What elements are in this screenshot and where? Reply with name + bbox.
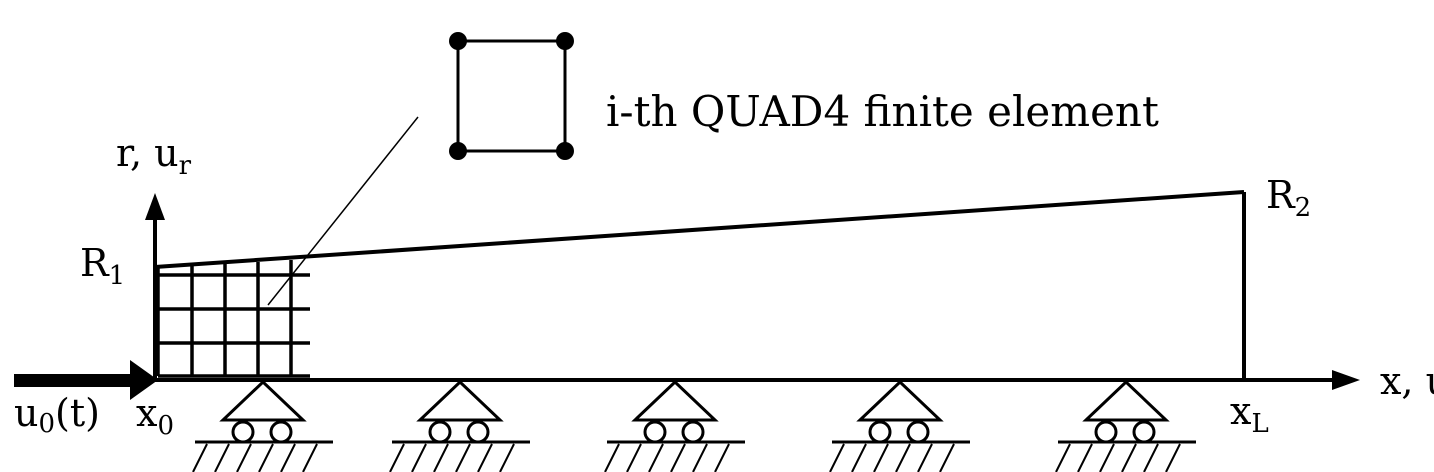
support-roller [466,420,490,444]
support-hatch [873,443,889,472]
support-roller [906,420,930,444]
r-axis-label-main: r, u [116,131,179,175]
roller-support [604,379,745,472]
r-axis-label: r, ur [116,131,192,181]
roller-supports [192,379,1196,472]
roller-support [192,379,333,472]
support-hatch [1055,443,1071,472]
bar-outline [154,190,1246,380]
x0-label-subscript: 0 [157,411,174,441]
support-hatch [214,443,230,472]
x-axis-label: x, u [1380,359,1434,403]
support-hatch [692,443,708,472]
input-displacement-subscript: 0 [38,409,55,439]
roller-support [389,379,530,472]
r2-label: R2 [1266,173,1311,223]
support-hatch [895,443,911,472]
support-hatch [280,443,296,472]
r-axis-arrowhead [145,193,165,220]
support-hatch [499,443,515,472]
r1-label-main: R [80,241,110,285]
support-hatch [258,443,274,472]
support-hatch [389,443,405,472]
support-hatch [648,443,664,472]
xl-label-subscript: L [1251,409,1268,439]
axes [145,193,1360,390]
element-caption: i-th QUAD4 finite element [606,87,1159,136]
support-hatch [829,443,845,472]
x0-label-main: x [136,391,157,435]
roller-support [1055,379,1196,472]
support-hatch [670,443,686,472]
support-triangle [416,379,504,422]
support-hatch [477,443,493,472]
load-arrow-shaft [14,374,134,387]
support-hatch [714,443,730,472]
support-hatch [1165,443,1181,472]
x-axis-arrowhead [1332,370,1360,390]
support-triangle [631,379,719,422]
quad4-node [449,32,467,50]
r1-label: R1 [80,241,125,291]
fe-mesh [156,260,310,378]
input-displacement-label: u0(t) [14,391,100,439]
support-hatch [1143,443,1159,472]
input-displacement-main: u [14,391,38,435]
xl-label-main: x [1230,389,1251,433]
quad4-element-square [456,39,567,153]
support-hatch [1121,443,1137,472]
r-axis-label-subscript: r [179,151,192,181]
support-triangle [219,379,307,422]
callout-leader-line [267,116,419,306]
support-roller [231,420,255,444]
r1-label-subscript: 1 [109,261,126,291]
r2-label-subscript: 2 [1295,193,1312,223]
r2-label-main: R [1266,173,1296,217]
support-roller [269,420,293,444]
quad4-node [556,32,574,50]
support-hatch [1099,443,1115,472]
support-roller [1132,420,1156,444]
quad4-node [449,142,467,160]
support-roller [1094,420,1118,444]
support-roller [643,420,667,444]
support-hatch [917,443,933,472]
quad4-node [556,142,574,160]
support-hatch [851,443,867,472]
input-displacement-suffix: (t) [55,391,100,435]
x0-label: x0 [136,391,174,441]
support-hatch [192,443,208,472]
support-triangle [1082,379,1170,422]
support-hatch [302,443,318,472]
support-roller [428,420,452,444]
support-roller [868,420,892,444]
support-roller [681,420,705,444]
support-hatch [626,443,642,472]
quad4-element-detail [449,32,574,160]
support-hatch [604,443,620,472]
support-hatch [455,443,471,472]
support-hatch [939,443,955,472]
support-triangle [856,379,944,422]
support-hatch [236,443,252,472]
input-displacement-arrow [14,360,158,400]
support-hatch [433,443,449,472]
top-edge [154,190,1245,269]
roller-support [829,379,970,472]
xl-label: xL [1230,389,1269,439]
support-hatch [1077,443,1093,472]
support-hatch [411,443,427,472]
load-arrow-head [130,360,158,400]
